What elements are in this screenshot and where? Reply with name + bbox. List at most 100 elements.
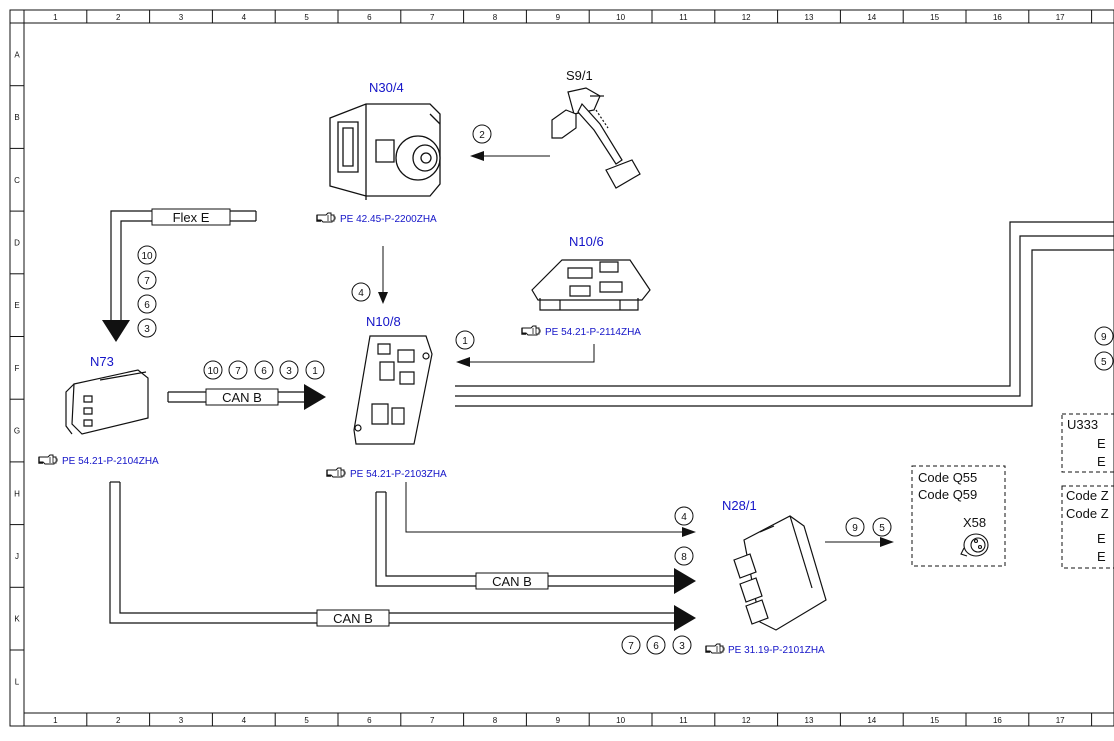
grid-row-label: K xyxy=(14,615,20,624)
signal-7-label: 7 xyxy=(628,641,634,652)
pointing-hand-icon xyxy=(316,212,336,223)
n10-8-reference-link[interactable]: PE 54.21-P-2103ZHA xyxy=(350,469,447,480)
signal-8-label: 8 xyxy=(681,552,687,563)
pointing-hand-icon xyxy=(521,325,541,336)
n30-4-label: N30/4 xyxy=(369,80,404,95)
signal-5-label: 5 xyxy=(1101,357,1107,368)
signal-6-label: 6 xyxy=(261,366,267,377)
arrow-head-icon xyxy=(304,384,326,410)
grid-row-label: A xyxy=(14,50,20,59)
signal-10-label: 10 xyxy=(207,366,219,377)
u333-e-label: E xyxy=(1097,436,1106,451)
grid-column-label: 15 xyxy=(930,13,939,22)
can-b-label-mid: CAN B xyxy=(492,574,532,589)
arrow-head-icon xyxy=(674,605,696,631)
signal-2-circle xyxy=(472,124,492,144)
grid-column-label: 9 xyxy=(556,13,561,22)
n28-1-reference-link[interactable]: PE 31.19-P-2101ZHA xyxy=(728,645,825,656)
right-code-e-label: E xyxy=(1097,549,1106,564)
n30-4-reference-link[interactable]: PE 42.45-P-2200ZHA xyxy=(340,214,437,225)
n28-1-trailer-recognition-unit-drawing xyxy=(733,515,827,631)
grid-column-label: 2 xyxy=(116,13,121,22)
grid-column-label: 14 xyxy=(867,13,876,22)
grid-column-label: 14 xyxy=(867,716,876,725)
code-q55-q59-box xyxy=(911,465,1006,567)
n10-6-reference-link[interactable]: PE 54.21-P-2114ZHA xyxy=(545,327,641,338)
n10-6-control-unit-drawing xyxy=(531,259,651,311)
pointing-hand-icon xyxy=(705,643,725,654)
grid-column-label: 3 xyxy=(179,13,184,22)
arrow-head-icon xyxy=(674,568,696,594)
signal-9-circle xyxy=(845,517,865,537)
grid-row-label: C xyxy=(14,176,20,185)
s9-1-brake-pedal-switch-drawing xyxy=(551,87,641,189)
grid-column-label: 17 xyxy=(1056,716,1065,725)
signal-2-label: 2 xyxy=(479,130,485,141)
can-b-label-bottom: CAN B xyxy=(333,611,373,626)
signal-4-label: 4 xyxy=(358,288,364,299)
grid-column-label: 13 xyxy=(805,13,814,22)
grid-column-label: 15 xyxy=(930,716,939,725)
signal-1-label: 1 xyxy=(462,336,468,347)
grid-row-label: B xyxy=(14,113,19,122)
arrow-head-icon xyxy=(470,151,484,161)
right-code-box xyxy=(1061,485,1114,569)
signal-1-label: 1 xyxy=(312,366,318,377)
signal-9-label: 9 xyxy=(1101,332,1107,343)
grid-column-label: 6 xyxy=(367,13,372,22)
signal-9-label: 9 xyxy=(852,523,858,534)
grid-column-label: 10 xyxy=(616,716,625,725)
arrow-head-icon xyxy=(880,537,894,547)
can-b-label-n73: CAN B xyxy=(222,390,262,405)
grid-column-label: 5 xyxy=(304,13,309,22)
n10-8-label: N10/8 xyxy=(366,314,401,329)
grid-column-label: 8 xyxy=(493,716,498,725)
grid-column-label: 6 xyxy=(367,716,372,725)
bottom-signal-row: 7 6 3 xyxy=(621,635,692,655)
signal-8-circle xyxy=(674,546,694,566)
grid-column-label: 17 xyxy=(1056,13,1065,22)
right-edge-signal-circles: 9 5 xyxy=(1094,326,1114,371)
grid-row-label: D xyxy=(14,238,20,247)
signal-1-circle xyxy=(455,330,475,350)
pointing-hand-icon xyxy=(38,454,58,465)
grid-column-label: 1 xyxy=(53,716,58,725)
signal-5-label: 5 xyxy=(879,523,885,534)
diagram-frame xyxy=(9,9,1114,727)
n73-reference-link[interactable]: PE 54.21-P-2104ZHA xyxy=(62,456,159,467)
right-code-label: Code Z xyxy=(1066,488,1109,503)
grid-row-label: L xyxy=(15,677,20,686)
grid-column-label: 11 xyxy=(679,13,688,22)
x58-socket-drawing xyxy=(960,533,989,557)
grid-column-label: 4 xyxy=(242,13,247,22)
signal-6-label: 6 xyxy=(144,300,150,311)
arrow-head-icon xyxy=(102,320,130,342)
n10-6-label: N10/6 xyxy=(569,234,604,249)
n73-label: N73 xyxy=(90,354,114,369)
can-b-bus-n73-to-n28-1: CAN B xyxy=(109,481,696,631)
arrow-head-icon xyxy=(378,292,388,304)
can-b-bus-n73-to-n10-8: CAN B xyxy=(167,384,326,410)
grid-column-label: 16 xyxy=(993,716,1002,725)
grid-column-label: 12 xyxy=(742,13,751,22)
u333-box xyxy=(1061,413,1114,473)
code-q55-label: Code Q55 xyxy=(918,470,977,485)
signal-7-label: 7 xyxy=(144,276,150,287)
signal-3-label: 3 xyxy=(286,366,292,377)
grid-column-label: 11 xyxy=(679,716,688,725)
flex-e-bus-line xyxy=(110,210,257,322)
grid-row-label: G xyxy=(14,427,20,436)
grid-column-label: 13 xyxy=(805,716,814,725)
code-q59-label: Code Q59 xyxy=(918,487,977,502)
grid-column-label: 8 xyxy=(493,13,498,22)
right-code-e-label: E xyxy=(1097,531,1106,546)
flex-e-label: Flex E xyxy=(173,210,210,225)
grid-column-label: 4 xyxy=(242,716,247,725)
can-b-signal-row: 10 7 6 3 1 xyxy=(203,360,325,380)
signal-5-circle xyxy=(872,517,892,537)
grid-column-label: 9 xyxy=(556,716,561,725)
u333-e-label: E xyxy=(1097,454,1106,469)
x58-label: X58 xyxy=(963,515,986,530)
